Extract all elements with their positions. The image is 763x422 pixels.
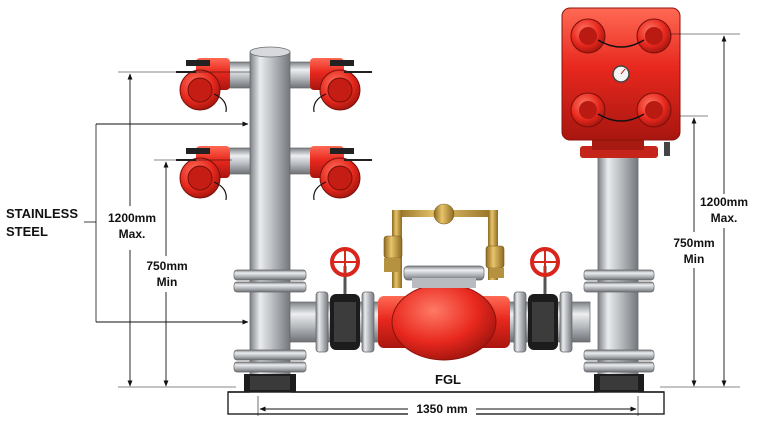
annotation-labels: STAINLESS STEEL 1200mm Max. 750mm Min 12…: [6, 194, 750, 416]
right-min-value: 750mm: [673, 236, 714, 250]
right-max-word: Max.: [711, 211, 738, 225]
gate-valve-handwheels: [330, 247, 560, 294]
inlet-connection-bottom-right: [636, 92, 672, 128]
left-max-value: 1200mm: [108, 211, 156, 225]
pressure-gauge-icon: [612, 65, 630, 83]
ground-level-label: FGL: [435, 372, 461, 387]
landing-valve-top-left: [176, 58, 230, 113]
material-label-line2: STEEL: [6, 224, 48, 239]
left-max-word: Max.: [119, 227, 146, 241]
right-riser: [580, 138, 658, 393]
landing-valve-top-right: [310, 58, 372, 113]
left-min-word: Min: [157, 275, 178, 289]
brass-pilot-trim: [383, 203, 505, 288]
left-riser: [233, 46, 307, 393]
right-min-word: Min: [684, 252, 705, 266]
main-control-valve: [378, 265, 510, 361]
left-min-value: 750mm: [146, 259, 187, 273]
right-max-value: 1200mm: [700, 195, 748, 209]
inlet-connection-top-left: [570, 18, 606, 54]
landing-valve-bottom-right: [310, 146, 372, 201]
landing-valve-bottom-left: [176, 146, 230, 201]
left-outlet-valves: [176, 58, 372, 201]
inlet-connection-bottom-left: [570, 92, 606, 128]
inlet-connection-top-right: [636, 18, 672, 54]
width-dimension-label: 1350 mm: [416, 402, 467, 416]
inlet-cabinet: [561, 7, 681, 156]
material-label-line1: STAINLESS: [6, 206, 78, 221]
